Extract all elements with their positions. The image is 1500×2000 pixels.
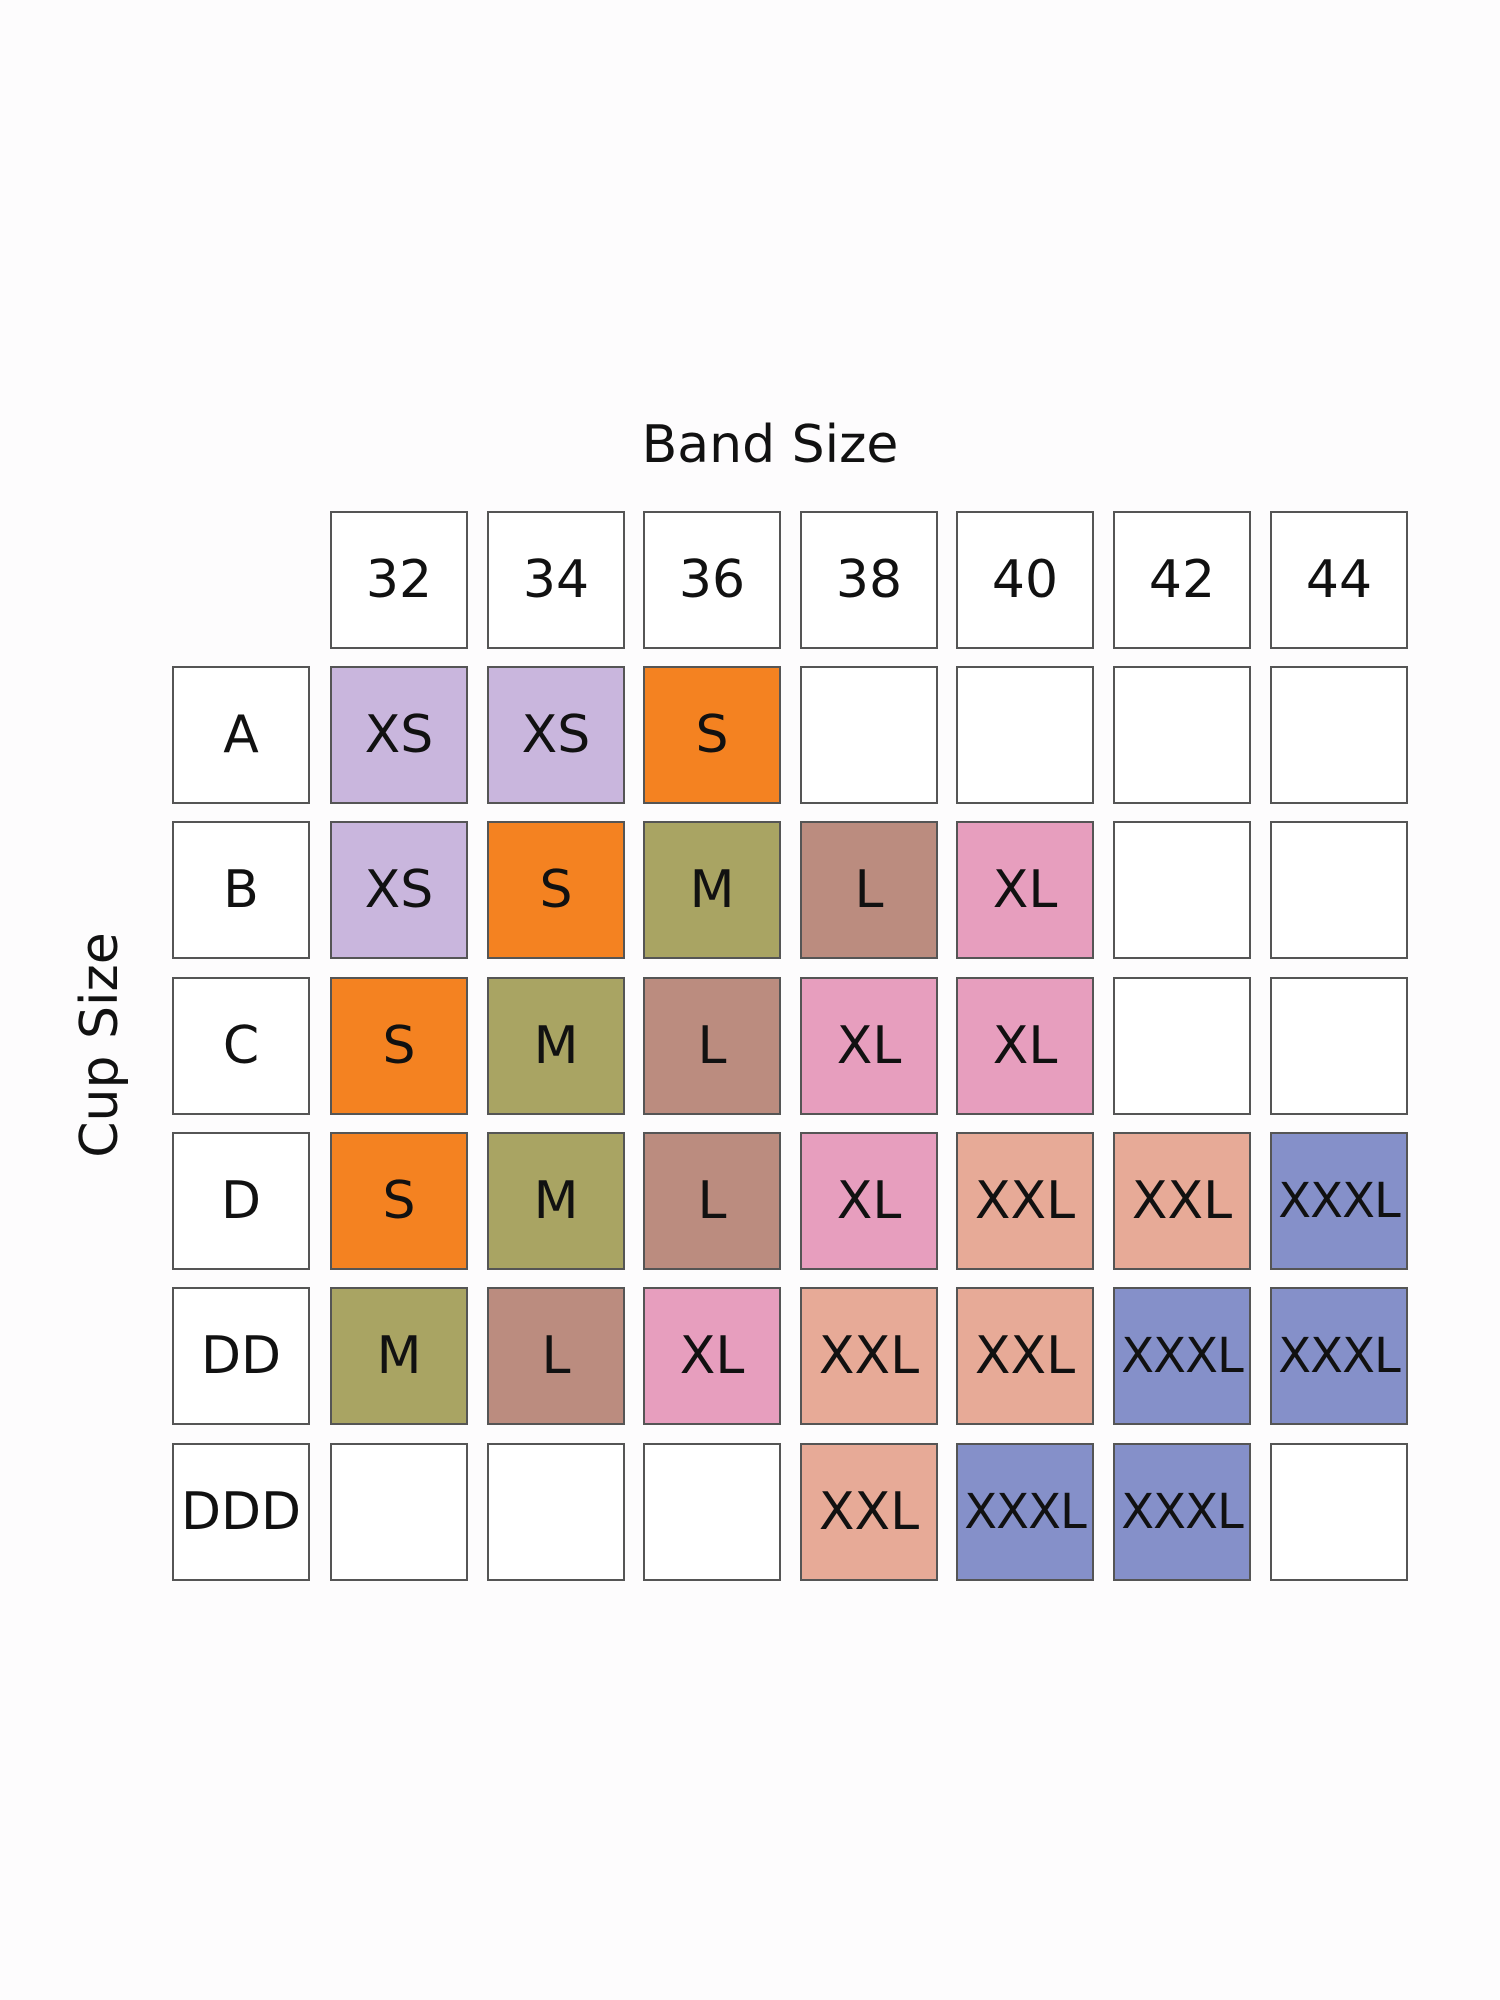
size-cell-C-44 — [1270, 977, 1408, 1115]
size-cell-C-42 — [1113, 977, 1251, 1115]
size-cell-DDD-36 — [643, 1443, 781, 1581]
size-cell-C-40: XL — [956, 977, 1094, 1115]
size-cell-D-34: M — [487, 1132, 625, 1270]
cup-size-label-DDD: DDD — [172, 1443, 310, 1581]
size-cell-DDD-38: XXL — [800, 1443, 938, 1581]
band-size-header-44: 44 — [1270, 511, 1408, 649]
cup-size-axis-title: Cup Size — [70, 932, 130, 1158]
size-cell-DD-44: XXXL — [1270, 1287, 1408, 1425]
band-size-header-34: 34 — [487, 511, 625, 649]
size-cell-DD-38: XXL — [800, 1287, 938, 1425]
cup-size-label-C: C — [172, 977, 310, 1115]
size-cell-A-44 — [1270, 666, 1408, 804]
size-cell-C-36: L — [643, 977, 781, 1115]
band-size-header-36: 36 — [643, 511, 781, 649]
size-cell-DD-42: XXXL — [1113, 1287, 1251, 1425]
size-cell-B-42 — [1113, 821, 1251, 959]
size-cell-DD-32: M — [330, 1287, 468, 1425]
size-cell-DD-34: L — [487, 1287, 625, 1425]
size-cell-B-38: L — [800, 821, 938, 959]
size-cell-D-40: XXL — [956, 1132, 1094, 1270]
size-cell-A-36: S — [643, 666, 781, 804]
size-cell-D-42: XXL — [1113, 1132, 1251, 1270]
cup-size-label-DD: DD — [172, 1287, 310, 1425]
band-size-header-32: 32 — [330, 511, 468, 649]
band-size-header-42: 42 — [1113, 511, 1251, 649]
size-cell-C-38: XL — [800, 977, 938, 1115]
band-size-header-40: 40 — [956, 511, 1094, 649]
size-cell-DDD-34 — [487, 1443, 625, 1581]
size-cell-DDD-44 — [1270, 1443, 1408, 1581]
size-cell-A-32: XS — [330, 666, 468, 804]
cup-size-label-A: A — [172, 666, 310, 804]
size-cell-DDD-32 — [330, 1443, 468, 1581]
size-cell-A-34: XS — [487, 666, 625, 804]
size-cell-D-44: XXXL — [1270, 1132, 1408, 1270]
size-cell-A-40 — [956, 666, 1094, 804]
size-cell-DDD-40: XXXL — [956, 1443, 1094, 1581]
size-cell-D-36: L — [643, 1132, 781, 1270]
cup-size-label-B: B — [172, 821, 310, 959]
cup-size-label-D: D — [172, 1132, 310, 1270]
size-cell-D-38: XL — [800, 1132, 938, 1270]
size-cell-DD-36: XL — [643, 1287, 781, 1425]
size-cell-C-34: M — [487, 977, 625, 1115]
size-cell-B-40: XL — [956, 821, 1094, 959]
size-cell-A-38 — [800, 666, 938, 804]
size-cell-B-34: S — [487, 821, 625, 959]
size-cell-DD-40: XXL — [956, 1287, 1094, 1425]
band-size-axis-title: Band Size — [641, 415, 899, 475]
size-cell-D-32: S — [330, 1132, 468, 1270]
size-cell-A-42 — [1113, 666, 1251, 804]
size-cell-B-32: XS — [330, 821, 468, 959]
size-cell-B-36: M — [643, 821, 781, 959]
size-cell-C-32: S — [330, 977, 468, 1115]
size-cell-DDD-42: XXXL — [1113, 1443, 1251, 1581]
band-size-header-38: 38 — [800, 511, 938, 649]
size-cell-B-44 — [1270, 821, 1408, 959]
